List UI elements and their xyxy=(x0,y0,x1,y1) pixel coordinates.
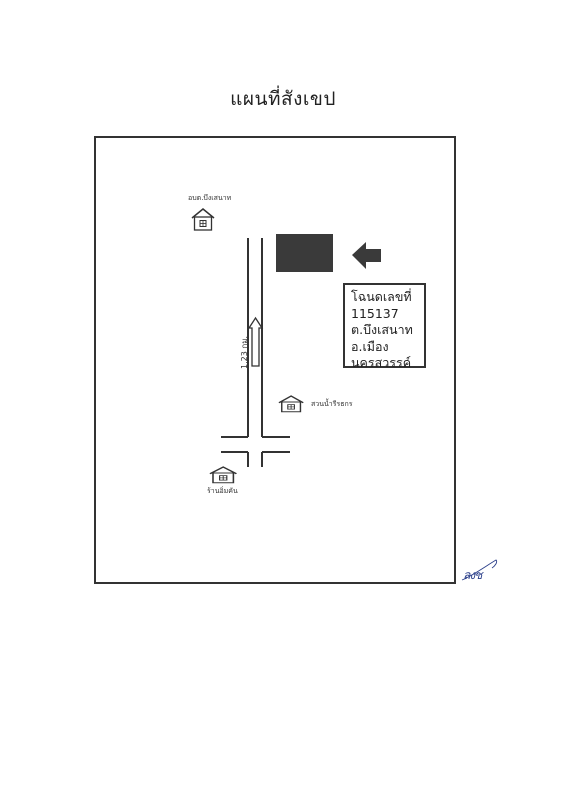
plot-pointer-arrow xyxy=(352,242,381,269)
house-icon xyxy=(278,395,304,413)
signature: ลงช xyxy=(463,568,482,582)
road-direction-arrow xyxy=(247,316,264,367)
signature-mark xyxy=(461,559,498,581)
deed-number: 115137 xyxy=(351,305,399,321)
deed-subdistrict: ต.บึงเสนาท xyxy=(351,322,413,337)
map-title: แผนที่สังเขป xyxy=(230,88,336,110)
deed-title: โฉนดเลขที่ xyxy=(351,289,412,304)
map-frame xyxy=(94,136,456,584)
landmark-label-waterpark: สวนน้ำรีรธกร xyxy=(311,400,353,408)
deed-province: นครสวรรค์ xyxy=(351,355,412,370)
landmark-label-sao: อบต.บึงเสนาท xyxy=(188,194,232,202)
house-icon xyxy=(209,466,238,484)
deed-district: อ.เมือง xyxy=(351,338,389,354)
deed-info-box: โฉนดเลขที่ 115137 ต.บึงเสนาท อ.เมือง นคร… xyxy=(343,283,426,370)
distance-label: 1.23 กม. xyxy=(240,335,250,370)
house-icon xyxy=(191,208,215,231)
landmark-label-shop: ร้านอิ่มคัน xyxy=(207,487,238,495)
land-plot xyxy=(276,234,333,272)
